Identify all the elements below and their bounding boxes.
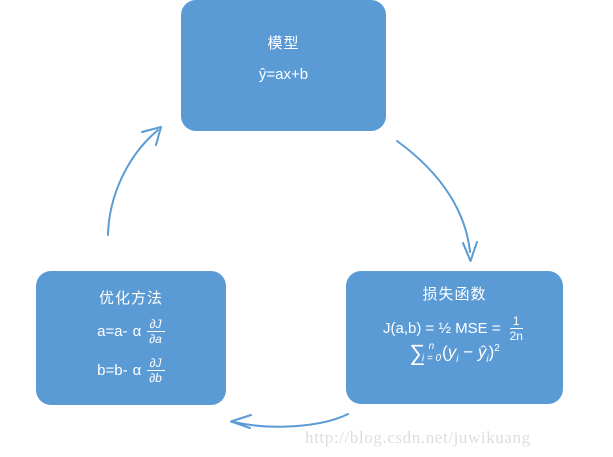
optimizer-b-partial-fraction: ∂J ∂b <box>146 357 165 384</box>
node-loss-title: 损失函数 <box>422 286 487 303</box>
optimizer-b-partial-denominator: ∂b <box>149 371 162 385</box>
optimizer-a-partial-denominator: ∂a <box>149 332 162 346</box>
watermark: http://blog.csdn.net/juwikuang <box>305 428 531 447</box>
summation-term-y: y <box>447 342 457 362</box>
summation-symbol: ∑ <box>409 340 425 366</box>
optimizer-b-partial-numerator: ∂J <box>146 357 165 371</box>
optimizer-a-partial-numerator: ∂J <box>146 318 165 332</box>
loss-formula-prefix: J(a,b) = ½ MSE = <box>383 320 501 337</box>
node-loss-formula-line-1: J(a,b) = ½ MSE = 1 2n <box>346 315 563 342</box>
summation-open-paren: ( <box>442 342 448 362</box>
loss-fraction-denominator: 2n <box>509 329 523 343</box>
arrow-optimizer-to-model <box>107 126 162 236</box>
summation-power: 2 <box>494 342 500 354</box>
optimizer-a-partial-fraction: ∂J ∂a <box>146 318 165 345</box>
summation-lower-limit: i = 0 <box>421 352 442 364</box>
summation-term-yhat: ŷ <box>477 342 487 362</box>
optimizer-a-learning-rate: α <box>132 323 142 340</box>
node-optimizer-title: 优化方法 <box>98 290 163 307</box>
node-model-title: 模型 <box>267 35 300 52</box>
summation-term-y-subscript: i <box>456 353 459 365</box>
node-loss-function[interactable]: 损失函数 J(a,b) = ½ MSE = 1 2n ∑ n i = 0 (yi… <box>346 271 563 404</box>
summation-minus-sign: − <box>463 342 474 362</box>
node-model[interactable]: 模型 ŷ=ax+b <box>181 0 386 131</box>
arrow-model-to-loss <box>396 140 478 262</box>
node-optimization-method[interactable]: 优化方法 a=a- α ∂J ∂a b=b- α ∂J ∂b <box>36 271 226 405</box>
summation-upper-limit: n <box>428 341 435 352</box>
optimizer-b-learning-rate: α <box>132 362 142 379</box>
loss-fraction: 1 2n <box>507 315 526 342</box>
node-loss-formula-line-2: ∑ n i = 0 (yi − ŷi)2 <box>346 340 563 366</box>
loss-fraction-numerator: 1 <box>509 315 523 329</box>
optimizer-update-rule-b: b=b- α ∂J ∂b <box>36 357 226 384</box>
optimizer-a-lhs: a=a- <box>97 323 128 340</box>
summation-limits: n i = 0 <box>421 341 442 364</box>
summation-close-paren: ) <box>488 342 495 362</box>
summation-term-yhat-subscript: i <box>486 353 489 365</box>
node-model-formula: ŷ=ax+b <box>258 66 309 83</box>
optimizer-b-lhs: b=b- <box>97 362 128 379</box>
optimizer-update-rule-a: a=a- α ∂J ∂a <box>36 318 226 345</box>
arrow-loss-to-optimizer <box>230 413 349 429</box>
